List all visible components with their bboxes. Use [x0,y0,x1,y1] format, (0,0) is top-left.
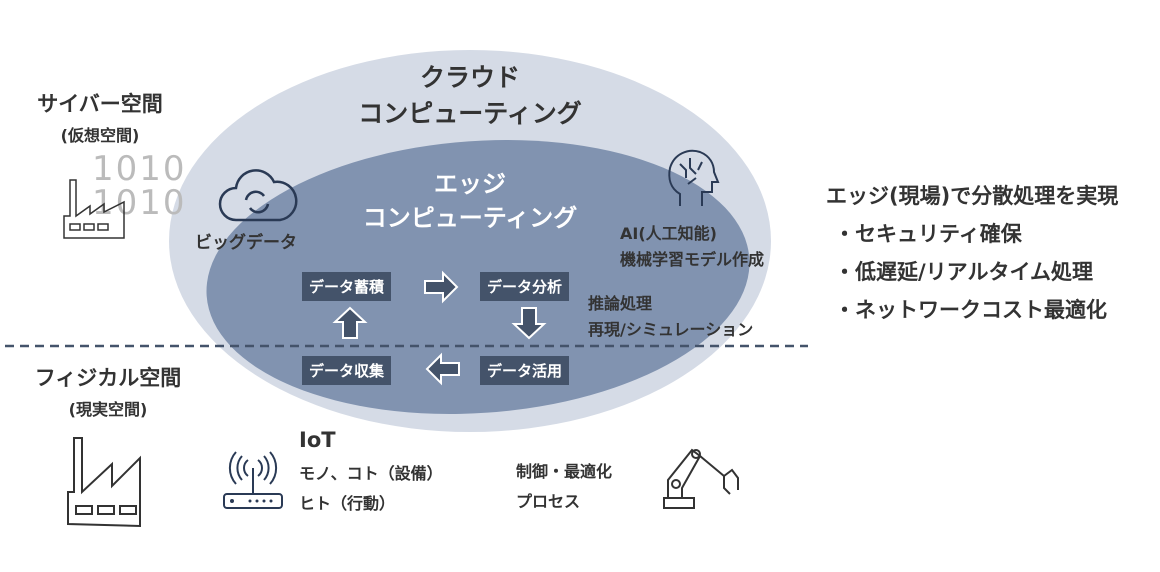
data-analyze-box: データ分析 [480,272,570,301]
cloud-sync-icon [218,169,298,222]
benefits-title: エッジ(現場)で分散処理を実現 [826,184,1119,208]
data-utilize-box: データ活用 [480,356,570,385]
ai-title: AI(人工知能) [620,224,717,243]
bigdata-label: ビッグデータ [195,233,297,253]
arrow-up-icon [332,306,368,339]
iot-people: ヒト（行動） [299,494,396,513]
binary-digits: 1010 1010 [92,152,187,220]
iot-title: IoT [299,428,336,452]
cyber-space-title: サイバー空間 [37,92,163,116]
data-collect-box: データ収集 [302,356,392,385]
ai-brain-head-icon [668,149,720,206]
physical-space-title: フィジカル空間 [34,366,182,390]
edge-title-line1: エッジ [434,170,506,198]
digital-factory-icon [63,179,125,239]
benefit-item: ・セキュリティ確保 [834,222,1022,246]
inference-description: 再現/シミュレーション [588,320,754,339]
benefit-item: ・低遅延/リアルタイム処理 [834,260,1094,284]
ai-description: 機械学習モデル作成 [620,250,765,269]
cyber-space-subtitle: (仮想空間) [60,126,140,145]
physical-space-subtitle: (現実空間) [68,400,148,419]
benefit-item: ・ネットワークコスト最適化 [834,298,1107,322]
arrow-left-icon [425,352,460,386]
data-accumulate-box: データ蓄積 [302,272,392,301]
control-title: 制御・最適化 [516,462,613,481]
arrow-right-icon [424,270,459,304]
binary-line1: 1010 [92,149,187,189]
binary-line2: 1010 [92,183,187,223]
cloud-title: クラウド コンピューティング [340,60,600,132]
cloud-title-line2: コンピューティング [358,99,582,128]
inference-title: 推論処理 [588,294,653,313]
robot-arm-icon [663,448,739,509]
control-process: プロセス [516,492,581,511]
factory-icon [67,437,141,528]
iot-router-icon [223,451,283,509]
iot-things: モノ、コト（設備） [299,464,443,483]
cloud-title-line1: クラウド [419,63,520,92]
edge-title-line2: コンピューティング [362,204,578,232]
edge-title: エッジ コンピューティング [340,167,600,235]
arrow-down-icon [511,307,547,340]
